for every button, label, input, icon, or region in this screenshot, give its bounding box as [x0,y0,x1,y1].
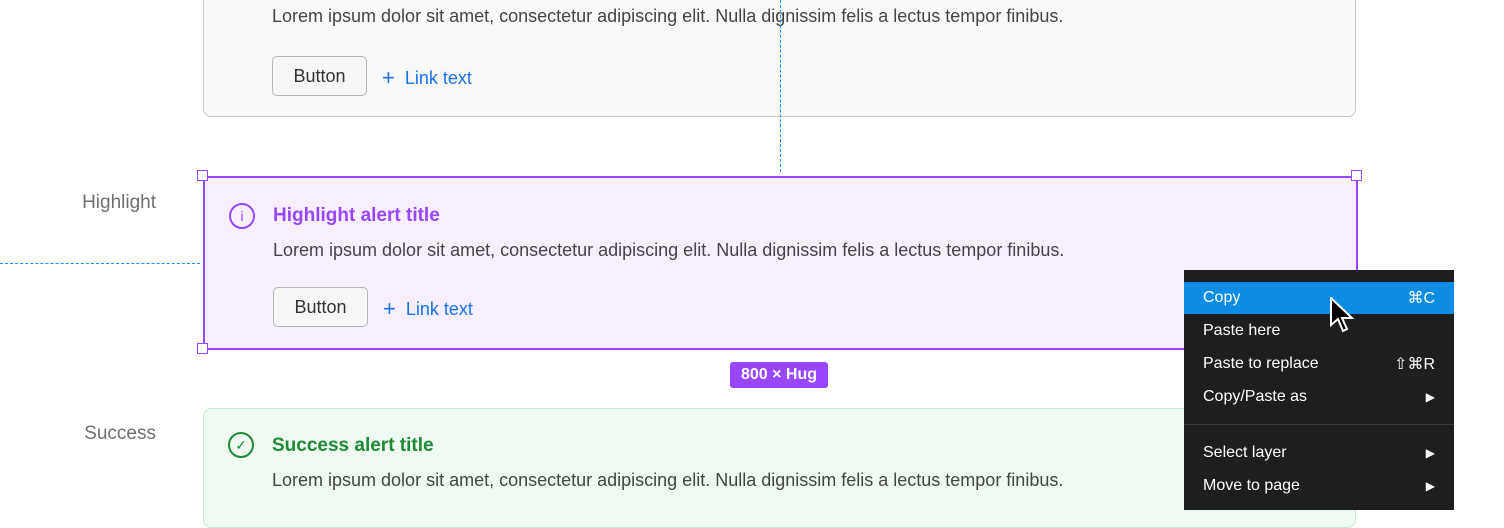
plus-icon: + [382,65,395,90]
row-label-success: Success [84,423,156,444]
alert-link[interactable]: + Link text [383,296,473,322]
menu-divider [1184,424,1454,425]
spacing-guide-vertical [780,0,781,172]
menu-item-copy-paste-as[interactable]: Copy/Paste as▶ [1203,388,1435,405]
submenu-arrow-icon: ▶ [1425,390,1435,404]
alert-body: Lorem ipsum dolor sit amet, consectetur … [272,470,1064,490]
menu-item-paste-here[interactable]: Paste here [1203,322,1281,339]
alert-button[interactable]: Button [272,56,367,96]
alert-title: Highlight alert title [273,205,440,226]
spacing-guide-horizontal [0,263,200,264]
alert-body: Lorem ipsum dolor sit amet, consectetur … [273,240,1065,260]
link-label: Link text [405,298,473,319]
alert-title: Success alert title [272,435,434,456]
context-menu: Copy⌘C Paste here Paste to replace⇧⌘R Co… [1184,270,1454,510]
menu-item-select-layer[interactable]: Select layer▶ [1203,444,1435,461]
menu-item-move-to-page[interactable]: Move to page▶ [1203,477,1435,494]
default-alert-card: Lorem ipsum dolor sit amet, consectetur … [203,0,1356,117]
alert-button[interactable]: Button [273,287,368,327]
highlight-alert-card[interactable]: i Highlight alert title Lorem ipsum dolo… [203,176,1358,350]
menu-item-copy[interactable]: Copy⌘C [1184,282,1454,314]
submenu-arrow-icon: ▶ [1425,446,1435,460]
plus-icon: + [383,296,396,321]
info-icon: i [229,203,255,229]
link-label: Link text [404,67,472,88]
submenu-arrow-icon: ▶ [1425,479,1435,493]
menu-item-paste-to-replace[interactable]: Paste to replace⇧⌘R [1203,355,1435,373]
size-badge: 800 × Hug [730,362,828,388]
alert-link[interactable]: + Link text [382,65,472,91]
resize-handle-tr[interactable] [1351,170,1362,181]
check-circle-icon: ✓ [228,432,254,458]
resize-handle-tl[interactable] [197,170,208,181]
row-label-highlight: Highlight [82,192,156,213]
alert-body: Lorem ipsum dolor sit amet, consectetur … [272,6,1064,26]
resize-handle-bl[interactable] [197,343,208,354]
mouse-cursor-icon [1330,297,1355,333]
